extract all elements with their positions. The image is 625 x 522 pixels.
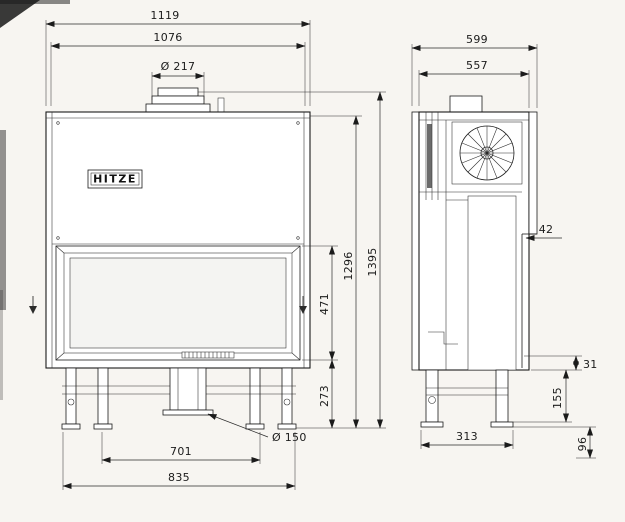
brand-logo: HITZE <box>87 169 143 189</box>
body-panel-lines <box>46 112 310 368</box>
dim-glass-height: 471 <box>318 293 331 315</box>
dimensions-front: 1119 1076 Ø 217 1395 1296 471 <box>45 9 386 490</box>
front-frame-edge <box>528 111 538 235</box>
front-view: HITZE <box>29 9 386 490</box>
dim-overall-width: 1119 <box>150 9 179 22</box>
dim-outer-leg-span: 835 <box>168 471 190 484</box>
dim-inner-width: 1076 <box>153 31 182 44</box>
dim-inner-leg-span: 701 <box>170 445 192 458</box>
convection-fan <box>451 121 523 185</box>
section-marker-right <box>299 296 307 314</box>
section-marker-left <box>29 296 37 314</box>
flue-collar-side <box>449 95 483 113</box>
dim-foot-span-depth: 313 <box>456 430 478 443</box>
dim-overall-depth: 599 <box>466 33 488 46</box>
dim-leg-height: 155 <box>551 387 564 409</box>
dim-body-depth: 557 <box>466 59 488 72</box>
side-view: 599 557 42 31 155 96 <box>411 33 598 459</box>
dim-body-height: 1296 <box>342 251 355 280</box>
dim-flue-diameter: Ø 217 <box>161 60 196 73</box>
dim-foot-height: 96 <box>576 437 589 452</box>
dim-outlet-diameter: Ø 150 <box>272 431 307 444</box>
base-frame-front <box>61 367 297 430</box>
dim-overall-height: 1395 <box>366 247 379 276</box>
side-internal-lines <box>419 112 537 370</box>
air-intake-duct <box>162 367 214 416</box>
dim-door-step: 42 <box>539 223 554 236</box>
valve-handle <box>217 97 225 113</box>
brand-logo-text: HITZE <box>93 173 137 186</box>
base-frame-side <box>420 369 514 428</box>
firebox-side-panel <box>467 195 517 371</box>
dimensions-side: 599 557 42 31 155 96 <box>411 33 598 459</box>
back-shield <box>411 111 420 371</box>
glass-pane <box>69 257 287 349</box>
dim-base-height: 273 <box>318 385 331 407</box>
glass-door <box>55 245 301 361</box>
air-grille <box>181 351 235 359</box>
dim-bottom-offset: 31 <box>583 358 598 371</box>
scan-artifacts <box>0 0 70 400</box>
